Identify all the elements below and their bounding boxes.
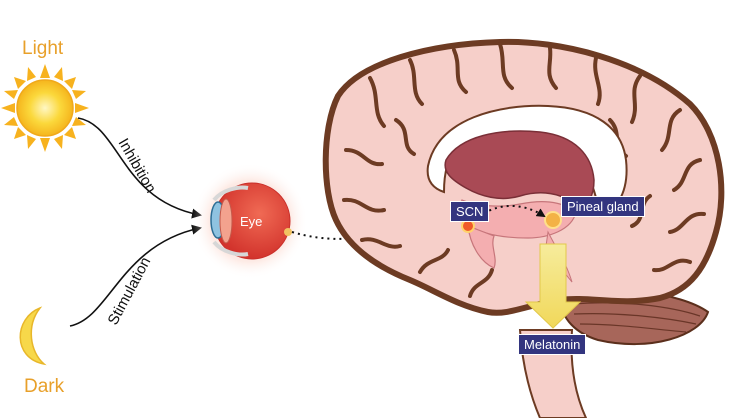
- scn-tag: SCN: [450, 201, 490, 222]
- pineal-gland-tag: Pineal gland: [561, 196, 645, 217]
- stimulation-arrow: [69, 224, 202, 327]
- brain-icon: [322, 38, 725, 418]
- melatonin-tag: Melatonin: [518, 334, 587, 355]
- eye-label: Eye: [240, 214, 262, 229]
- melatonin-release-arrow: [524, 243, 582, 329]
- eye-icon: [192, 163, 308, 279]
- dark-label: Dark: [24, 376, 65, 397]
- sun-icon: [1, 64, 89, 152]
- light-label: Light: [22, 38, 64, 59]
- inhibition-arrow: [77, 117, 202, 219]
- inhibition-label: Inhibition: [115, 136, 160, 197]
- crescent-moon-icon: [19, 306, 47, 366]
- pineal-gland-node: [544, 211, 562, 229]
